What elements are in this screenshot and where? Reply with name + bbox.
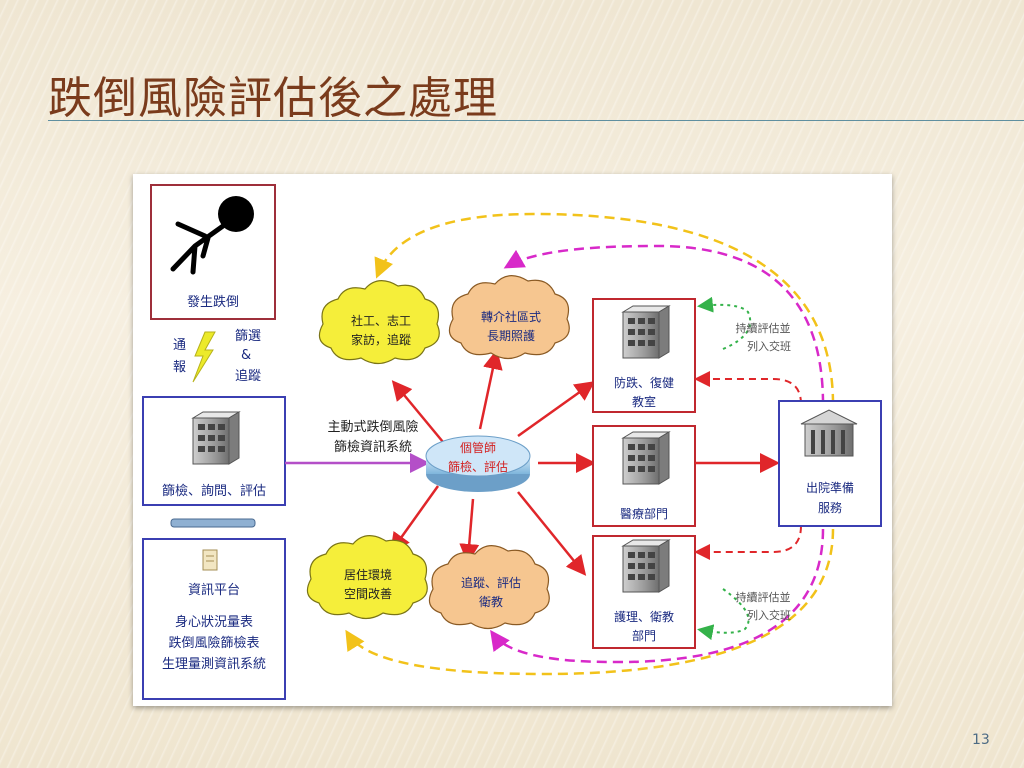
cloud-social-2: 家訪，追蹤	[351, 332, 411, 347]
fall-box	[150, 184, 276, 320]
report-label-2: 報	[173, 360, 186, 375]
continue-bottom-1: 持續評估並	[736, 590, 791, 604]
loop-yellow-top	[374, 212, 835, 405]
green-loop-bottom	[697, 588, 750, 641]
slide-title: 跌倒風險評估後之處理	[48, 73, 498, 124]
cloud-referral-2: 長期照護	[487, 328, 535, 343]
document-icon	[202, 549, 218, 571]
cloud-referral	[448, 275, 570, 360]
cloud-referral-1: 轉介社區式	[481, 309, 541, 324]
fall-risk-diagram: 發生跌倒 通 報 篩選 & 追蹤 篩檢、詢問、評估 資訊平台 身心狀況量表 跌倒…	[142, 184, 882, 700]
diagram-panel: 發生跌倒 通 報 篩選 & 追蹤 篩檢、詢問、評估 資訊平台 身心狀況量表 跌倒…	[133, 174, 892, 706]
cloud-tracking	[428, 545, 550, 630]
case-manager-label-2: 篩檢、評估	[448, 459, 508, 474]
screen-track-3: 追蹤	[235, 368, 261, 384]
screen-track-2: &	[241, 348, 251, 363]
info-platform-item-3: 生理量測資訊系統	[162, 657, 266, 672]
cloud-living-1: 居住環境	[344, 567, 392, 582]
discharge-to-prevention-arrow	[694, 371, 802, 405]
cloud-living	[306, 535, 428, 620]
case-manager-label-1: 個管師	[460, 440, 496, 455]
prevention-building-icon	[622, 305, 670, 359]
screen-track-1: 篩選	[235, 329, 261, 344]
dept-prevention-1: 防跌、復健	[614, 375, 674, 390]
loop-yellow-bottom	[345, 528, 835, 676]
continue-bottom-2: 列入交班	[747, 608, 791, 622]
nursing-building-icon	[622, 539, 670, 593]
info-platform-item-2: 跌倒風險篩檢表	[168, 635, 259, 651]
info-platform-item-1: 身心狀況量表	[175, 614, 253, 630]
dept-nursing-2: 部門	[632, 628, 656, 643]
info-platform-title: 資訊平台	[188, 583, 240, 598]
cloud-tracking-1: 追蹤、評估	[461, 575, 521, 590]
discharge-label-2: 服務	[818, 501, 842, 515]
continue-top-2: 列入交班	[747, 339, 791, 353]
continue-top-1: 持續評估並	[736, 321, 791, 335]
cloud-social	[318, 280, 440, 365]
report-label-1: 通	[173, 338, 186, 353]
case-manager-node	[425, 435, 531, 492]
cloud-living-2: 空間改善	[344, 586, 392, 601]
dept-nursing-1: 護理、衛教	[614, 609, 674, 624]
cloud-social-1: 社工、志工	[351, 313, 411, 328]
dept-medical-label: 醫療部門	[620, 506, 668, 521]
case-manager-arrows	[390, 349, 596, 576]
discharge-building-icon	[800, 409, 858, 457]
cloud-tracking-2: 衛教	[479, 594, 503, 609]
server-bar	[170, 518, 256, 528]
discharge-to-nursing-arrow	[694, 525, 802, 560]
dept-prevention-2: 教室	[632, 394, 656, 409]
title-underline	[48, 120, 1024, 121]
discharge-label-1: 出院準備	[806, 480, 854, 495]
screening-building-icon	[192, 411, 240, 465]
system-label-1: 主動式跌倒風險	[327, 419, 418, 435]
loop-magenta-top	[503, 244, 825, 405]
loop-magenta-bottom	[490, 528, 825, 664]
lightning-icon	[192, 331, 216, 383]
medical-building-icon	[622, 431, 670, 485]
system-label-2: 篩檢資訊系統	[334, 439, 412, 455]
page-number: 13	[972, 732, 990, 748]
screening-label: 篩檢、詢問、評估	[162, 483, 266, 499]
falling-person-icon	[170, 196, 254, 275]
fall-label: 發生跌倒	[187, 294, 239, 310]
green-loop-top	[697, 296, 752, 350]
